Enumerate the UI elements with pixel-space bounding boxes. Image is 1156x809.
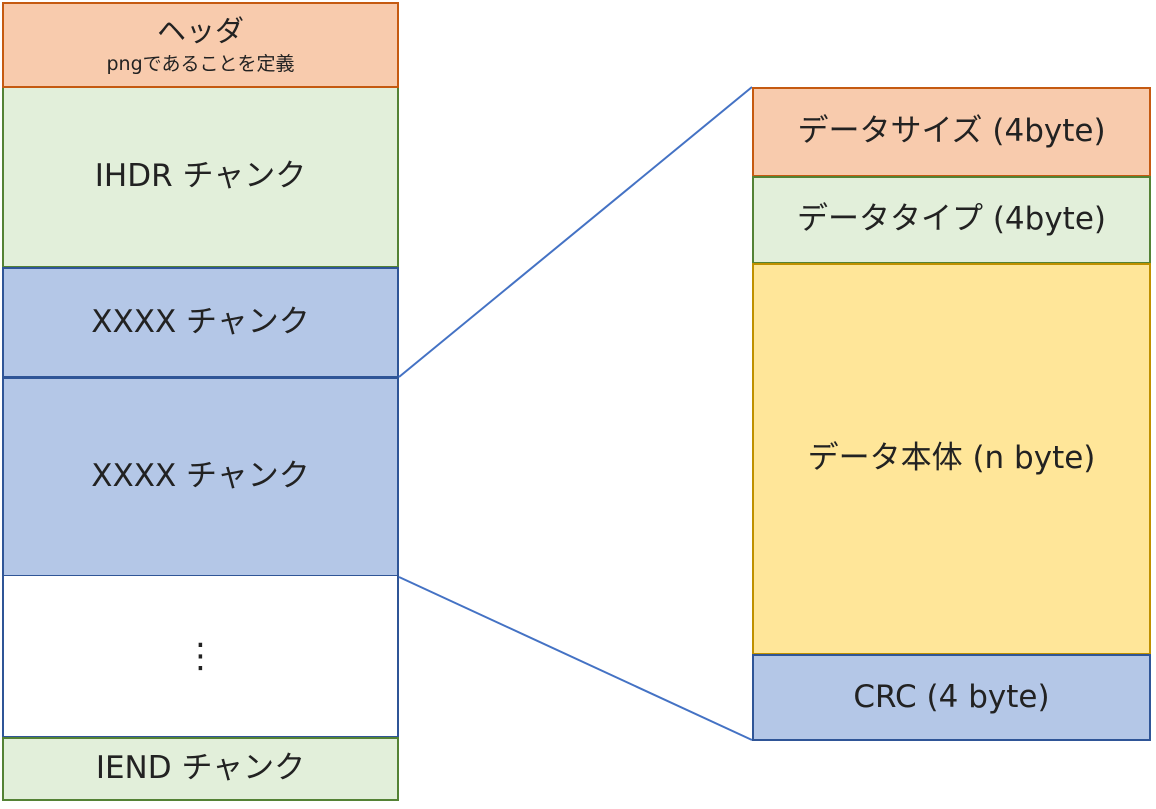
- header-title: ヘッダ: [156, 14, 244, 49]
- data-size-label: データサイズ (4byte): [797, 113, 1106, 150]
- data-body-label: データ本体 (n byte): [807, 440, 1096, 477]
- xxxx-chunk-label-1: XXXX チャンク: [91, 303, 310, 340]
- connector-line-top: [398, 86, 753, 378]
- data-type-block: データタイプ (4byte): [752, 176, 1151, 264]
- ihdr-chunk-label: IHDR チャンク: [94, 158, 307, 195]
- xxxx-chunk-block-2: XXXX チャンク: [2, 377, 399, 577]
- ellipsis-block: ⋮: [2, 576, 399, 738]
- ellipsis-label: ⋮: [183, 635, 218, 676]
- connector-line-bottom: [398, 576, 753, 741]
- header-block: ヘッダ pngであることを定義: [2, 2, 399, 88]
- crc-block: CRC (4 byte): [752, 654, 1151, 741]
- data-type-label: データタイプ (4byte): [796, 201, 1106, 238]
- xxxx-chunk-block-1: XXXX チャンク: [2, 267, 399, 378]
- header-subtitle: pngであることを定義: [106, 53, 295, 75]
- data-body-block: データ本体 (n byte): [752, 263, 1151, 655]
- xxxx-chunk-label-2: XXXX チャンク: [91, 458, 310, 495]
- data-size-block: データサイズ (4byte): [752, 87, 1151, 177]
- iend-chunk-block: IEND チャンク: [2, 737, 399, 801]
- iend-chunk-label: IEND チャンク: [95, 750, 306, 787]
- crc-label: CRC (4 byte): [853, 678, 1050, 715]
